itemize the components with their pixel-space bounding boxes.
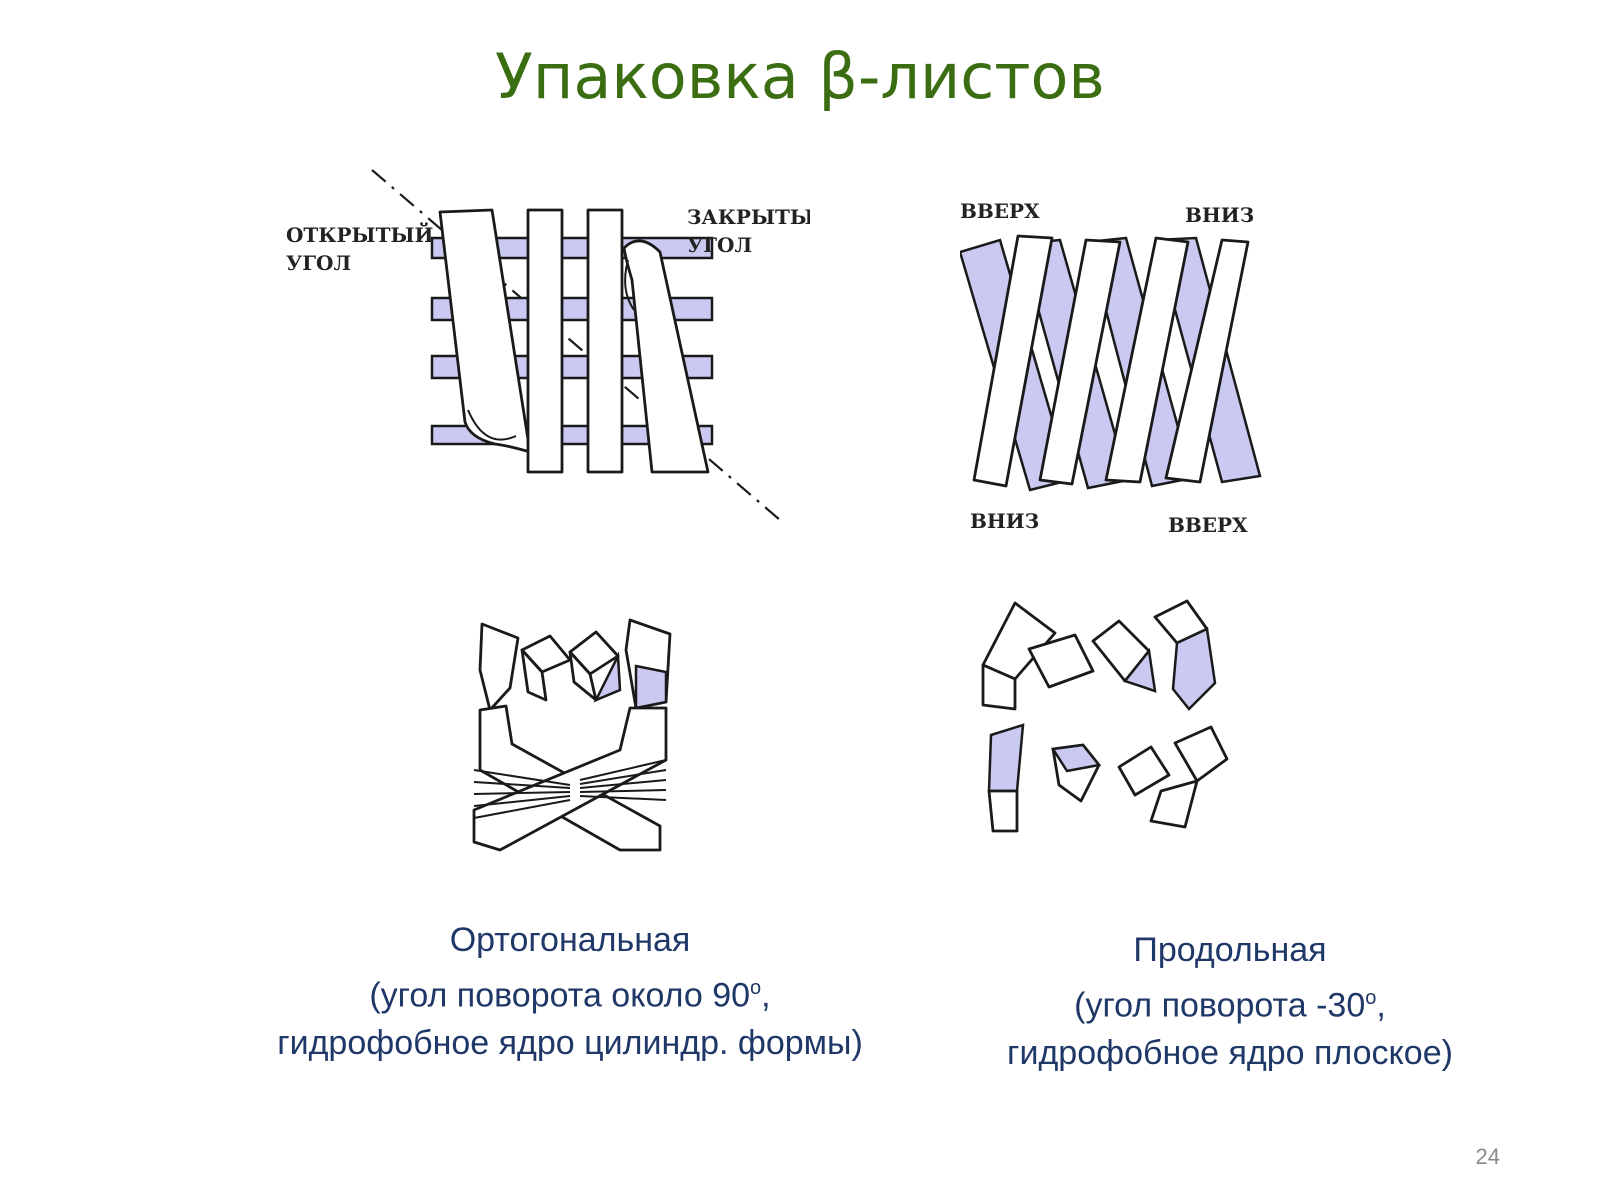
caption-text: (угол поворота около 90 [369,976,751,1015]
aligned-cross-section [981,599,1229,833]
caption-text: , [1376,986,1386,1025]
caption-line: (угол поворота -30о, [950,974,1510,1029]
caption-text: , [761,976,771,1015]
aligned-caption: Продольная (угол поворота -30о, гидрофоб… [950,926,1510,1077]
degree-superscript: о [750,977,762,999]
sheet-segment [987,789,1019,833]
packing-axis-line [371,169,781,521]
sheet-segment [1027,633,1095,689]
front-sheet-strand [622,239,710,474]
front-sheet-strand [586,208,624,474]
orthogonal-cross-section [472,618,672,852]
caption-line: (угол поворота около 90о, [200,964,940,1019]
strand-direction-label: ВВЕРХ [960,199,1040,223]
strand-direction-label: ВВЕРХ [1168,513,1248,537]
sheet-segment [1149,779,1199,829]
caption-line: Ортогональная [449,921,691,959]
sheet-segment [478,622,520,712]
caption-text: (угол поворота -30 [1074,986,1366,1025]
caption-line: гидрофобное ядро цилиндр. формы) [277,1024,863,1063]
sheet-segment [634,664,668,710]
open-angle-label: УГОЛ [286,251,351,275]
aligned-packing-diagram: ВВЕРХ ВНИЗ ВНИЗ ВВЕРХ [960,199,1262,537]
sheet-segment [1117,745,1171,797]
twist-lines [473,769,571,819]
closed-angle-label: ЗАКРЫТЫЙ [687,203,810,229]
slide-title: Упаковка β-листов [495,40,1105,113]
strand-direction-label: ВНИЗ [1185,203,1254,227]
sheet-segment [981,663,1017,711]
sheet-segment [987,723,1025,793]
closed-angle-label: УГОЛ [687,233,752,257]
front-sheet-strand [438,208,532,454]
strand-twist [467,409,517,441]
orthogonal-packing-diagram: ОТКРЫТЫЙ УГОЛ ЗАКРЫТЫЙ УГОЛ [286,169,810,521]
front-sheet-strand [1164,238,1250,484]
sheet-segment [1122,647,1157,693]
caption-line: Продольная [1133,931,1327,969]
strand-direction-label: ВНИЗ [970,509,1039,533]
strand-end [520,648,548,702]
front-sheet-strand [972,234,1054,488]
front-sheet-strand [526,208,564,474]
front-sheet-strand [1104,236,1190,484]
sheet-segment [1050,743,1102,773]
degree-superscript: о [1365,987,1377,1009]
sheet-segment [1171,627,1217,711]
crossing-strand [472,706,668,852]
orthogonal-caption: Ортогональная (угол поворота около 90о, … [200,916,940,1067]
page-number: 24 [1475,1144,1500,1169]
strand-twist [624,259,635,311]
caption-line: гидрофобное ядро плоское) [1007,1034,1453,1073]
strand-end [593,651,622,703]
sheet-segment [1173,725,1229,783]
twist-lines [579,759,667,801]
front-sheet-strand [1038,238,1122,486]
open-angle-label: ОТКРЫТЫЙ [286,221,433,247]
